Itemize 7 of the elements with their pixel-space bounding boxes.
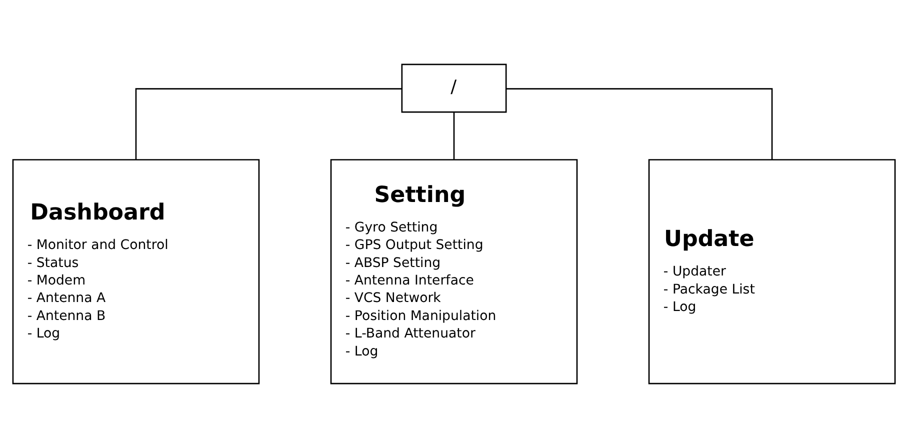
node-box: Update - Updater - Package List - Log [648, 158, 896, 384]
connector [135, 88, 402, 159]
node-box: Dashboard - Monitor and Control - Status - Modem - Antenna A - Antenna B - Log [12, 158, 260, 384]
connector [506, 88, 773, 159]
node-box: Setting - Gyro Setting - GPS Output Setting - ABSP Setting - Antenna Interface - VCS Network - Position Manipulation - L-Band Attenuator - Log [330, 158, 578, 384]
node-box: / [401, 63, 507, 112]
connector [453, 112, 455, 159]
